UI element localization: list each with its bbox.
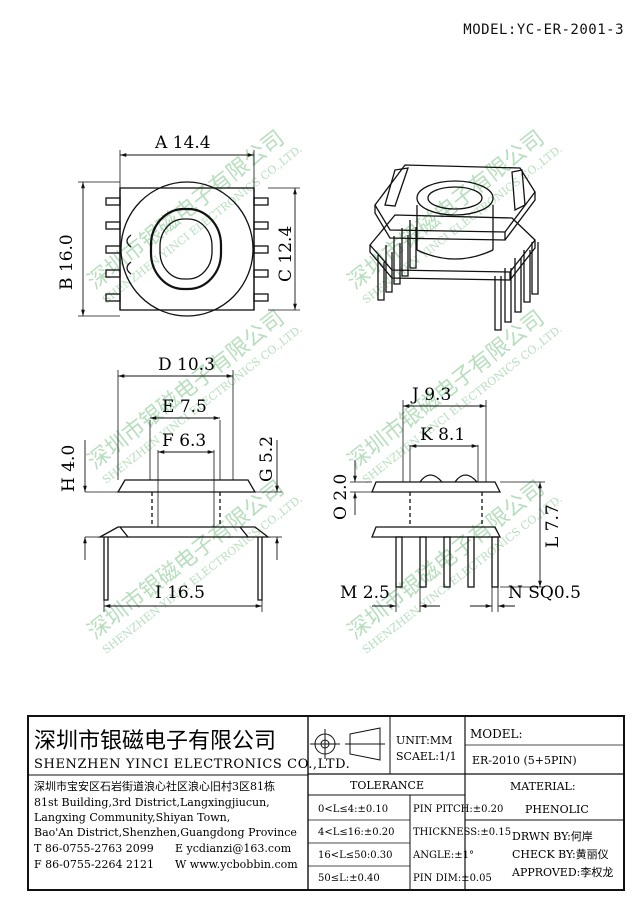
company-name-en: SHENZHEN YINCI ELECTRONICS CO.,LTD.: [34, 757, 350, 772]
phone-number: T 86-0755-2763 2099: [34, 842, 154, 855]
pin-dim-tolerance: PIN DIM:±0.05: [413, 873, 492, 884]
dim-n-label: N SQ0.5: [508, 583, 581, 603]
material-label: MATERIAL:: [510, 780, 576, 793]
dim-l-label: L 7.7: [543, 504, 563, 548]
approved-by: APPROVED:李权龙: [511, 865, 613, 879]
top-view-flange: [120, 181, 254, 317]
side-view-top-flange: [371, 481, 502, 493]
dim-a-label: A 14.4: [154, 133, 211, 153]
scale-label: SCAEL:1/1: [396, 750, 457, 763]
model-value: ER-2010 (5+5PIN): [472, 754, 577, 767]
address-en-line-2: Langxing Community,Shiyan Town,: [34, 811, 230, 824]
dim-h-label: H 4.0: [59, 445, 79, 492]
projection-symbol-icon: [310, 727, 385, 761]
tolerance-row-4: 50≤L:±0.40: [318, 873, 380, 884]
dim-c-label: C 12.4: [276, 226, 296, 282]
fax-number: F 86-0755-2264 2121: [34, 858, 154, 871]
dim-m-label: M 2.5: [340, 583, 390, 603]
unit-label: UNIT:MM: [396, 734, 452, 747]
front-view-top-flange: [116, 479, 257, 493]
tolerance-title: TOLERANCE: [350, 779, 424, 792]
title-block: [27, 715, 625, 891]
pin-pitch-tolerance: PIN PITCH:±0.20: [413, 804, 503, 815]
dim-i-label: I 16.5: [155, 583, 205, 603]
company-name-cn: 深圳市银磁电子有限公司: [34, 729, 276, 754]
dim-f-label: F 6.3: [162, 431, 206, 451]
top-view: [78, 150, 300, 317]
email-address: E ycdianzi@163.com: [175, 842, 292, 855]
side-view-bottom-flange: [371, 526, 502, 538]
model-label: MODEL:: [470, 727, 523, 741]
tolerance-row-2: 4<L≤16:±0.20: [318, 827, 395, 838]
angle-tolerance: ANGLE:±1°: [412, 850, 474, 861]
side-view-pins: [395, 536, 499, 588]
top-view-core-hole: [149, 207, 223, 291]
watermark-en-5: SHENZHEN YINCI ELECTRONICS CO.,LTD.: [100, 492, 305, 656]
watermark-en-6: SHENZHEN YINCI ELECTRONICS CO.,LTD.: [360, 492, 565, 656]
front-view-pin-right: [257, 537, 263, 601]
front-view-bottom-flange: [97, 526, 270, 538]
dim-d-label: D 10.3: [158, 355, 215, 375]
top-view-right-pins: [253, 197, 269, 302]
dim-g-label: G 5.2: [257, 436, 277, 482]
address-en-line-1: 81st Building,3rd District,Langxingjiucu…: [34, 796, 270, 809]
material-value: PHENOLIC: [525, 803, 589, 816]
drawn-by: DRWN BY:何岸: [512, 830, 593, 843]
website-url: W www.ycbobbin.com: [175, 858, 298, 871]
tolerance-row-1: 0<L≤4:±0.10: [318, 804, 388, 815]
model-number-top: MODEL:YC-ER-2001-3: [463, 22, 624, 38]
address-en-line-3: Bao'An District,Shenzhen,Guangdong Provi…: [34, 826, 297, 839]
thickness-tolerance: THICKNESS:±0.15: [413, 827, 511, 838]
watermark-cn-6: 深圳市银磁电子有限公司: [343, 476, 549, 645]
address-cn: 深圳市宝安区石岩街道浪心社区浪心旧村3区81栋: [34, 779, 275, 793]
dim-o-label: O 2.0: [331, 474, 351, 520]
dim-k-label: K 8.1: [420, 425, 465, 445]
side-view: [350, 400, 545, 612]
dim-j-label: J 9.3: [410, 385, 451, 405]
tolerance-row-3: 16<L≤50:0.30: [318, 850, 392, 861]
front-view: [83, 370, 282, 612]
isometric-view: [369, 164, 539, 331]
watermark-en-4: SHENZHEN YINCI ELECTRONICS CO.,LTD.: [360, 322, 565, 486]
front-view-pin-left: [103, 537, 109, 601]
dim-b-label: B 16.0: [57, 234, 77, 290]
checked-by: CHECK BY:黄丽仪: [512, 847, 609, 861]
dim-e-label: E 7.5: [162, 397, 207, 417]
